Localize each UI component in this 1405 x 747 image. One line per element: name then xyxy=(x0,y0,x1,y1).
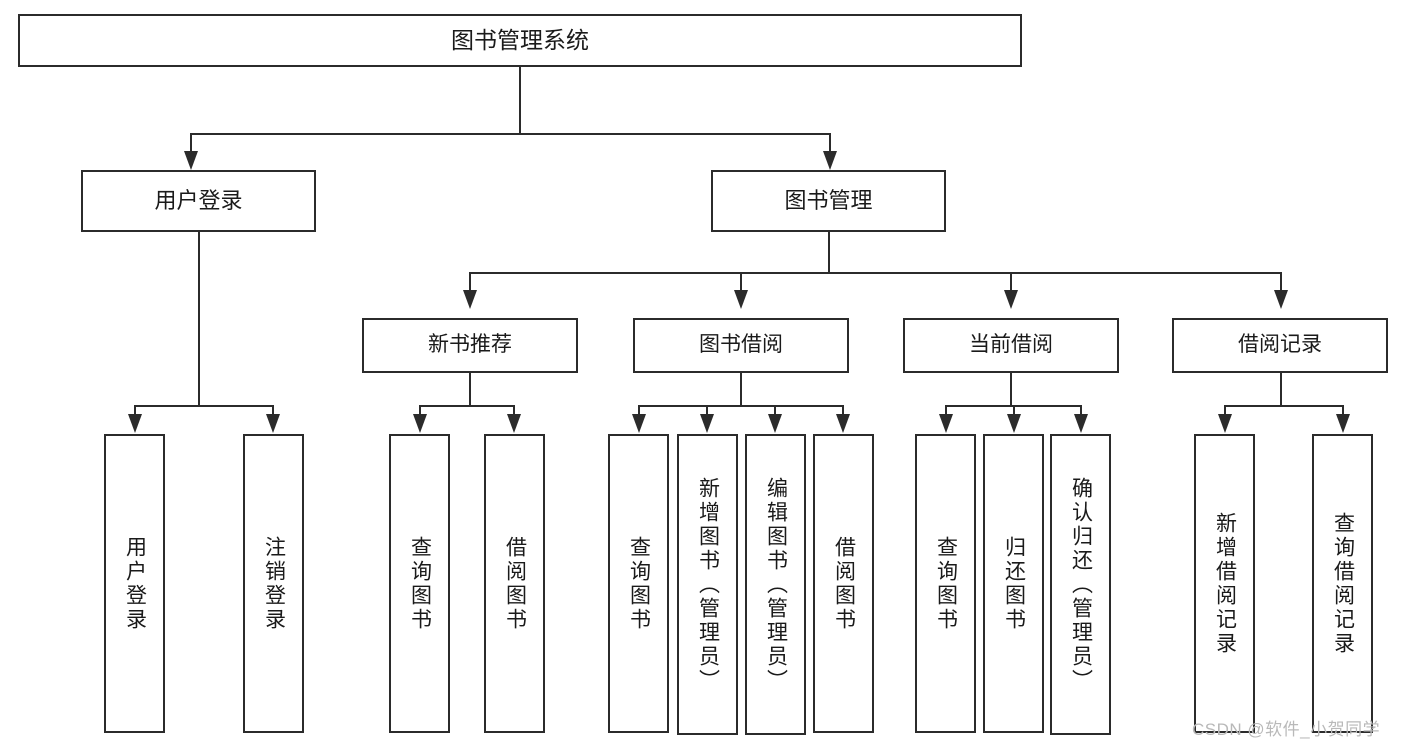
edge-currentborrow-drop-1 xyxy=(945,405,947,416)
edge-login-drop-1 xyxy=(134,405,136,416)
node-label: 确认归还（管理员） xyxy=(1069,476,1093,693)
arrowhead-leaf-add-record xyxy=(1218,414,1232,433)
node-label: 借阅图书 xyxy=(832,535,856,632)
arrowhead-leaf-logout-login xyxy=(266,414,280,433)
edge-bookborrow-drop-2 xyxy=(706,405,708,416)
arrowhead-to-new-book-rec xyxy=(463,290,477,309)
leaf-query-borrowing-record[interactable]: 查询借阅记录 xyxy=(1312,434,1373,733)
arrowhead-to-book-borrow xyxy=(734,290,748,309)
edge-currentborrow-stem xyxy=(1010,373,1012,406)
edge-bookborrow-drop-3 xyxy=(774,405,776,416)
arrowhead-leaf-add-book xyxy=(700,414,714,433)
node-current-borrowing[interactable]: 当前借阅 xyxy=(903,318,1119,373)
edge-currentborrow-drop-3 xyxy=(1080,405,1082,416)
edge-bookborrow-drop-4 xyxy=(842,405,844,416)
node-book-borrowing[interactable]: 图书借阅 xyxy=(633,318,849,373)
edge-root-to-login xyxy=(190,133,192,153)
node-new-book-recommendation[interactable]: 新书推荐 xyxy=(362,318,578,373)
edge-currentborrow-drop-2 xyxy=(1013,405,1015,416)
csdn-watermark: CSDN @软件_小贺同学 xyxy=(1192,720,1381,739)
edge-newbook-drop-2 xyxy=(513,405,515,416)
arrowhead-leaf-borrow-book-2 xyxy=(836,414,850,433)
node-label: 新增借阅记录 xyxy=(1213,511,1237,656)
leaf-borrow-book-borrowing[interactable]: 借阅图书 xyxy=(813,434,874,733)
node-label: 查询图书 xyxy=(934,535,958,632)
leaf-edit-book-admin[interactable]: 编辑图书（管理员） xyxy=(745,434,806,735)
leaf-borrow-book-newbook[interactable]: 借阅图书 xyxy=(484,434,545,733)
node-label: 查询图书 xyxy=(627,535,651,632)
leaf-query-book-current[interactable]: 查询图书 xyxy=(915,434,976,733)
node-label: 图书借阅 xyxy=(699,333,783,357)
arrowhead-leaf-return-book xyxy=(1007,414,1021,433)
edge-root-to-bookmgmt xyxy=(829,133,831,153)
node-label: 编辑图书（管理员） xyxy=(764,476,788,693)
node-user-login[interactable]: 用户登录 xyxy=(81,170,316,232)
edge-bookborrow-stem xyxy=(740,373,742,406)
edge-borrowrecord-drop-1 xyxy=(1224,405,1226,416)
leaf-confirm-return-admin[interactable]: 确认归还（管理员） xyxy=(1050,434,1111,735)
edge-currentborrow-bus xyxy=(945,405,1080,407)
arrowhead-to-user-login xyxy=(184,151,198,170)
node-label: 归还图书 xyxy=(1002,535,1026,632)
edge-bookborrow-drop-1 xyxy=(638,405,640,416)
node-book-management[interactable]: 图书管理 xyxy=(711,170,946,232)
leaf-return-book[interactable]: 归还图书 xyxy=(983,434,1044,733)
node-root-book-management-system[interactable]: 图书管理系统 xyxy=(18,14,1022,67)
arrowhead-leaf-user-login xyxy=(128,414,142,433)
edge-login-stem xyxy=(198,232,200,406)
edge-borrowrecord-stem xyxy=(1280,373,1282,406)
node-label: 新书推荐 xyxy=(428,333,512,357)
leaf-query-book-newbook[interactable]: 查询图书 xyxy=(389,434,450,733)
leaf-user-login[interactable]: 用户登录 xyxy=(104,434,165,733)
edge-root-stem xyxy=(519,67,521,134)
node-label: 新增图书（管理员） xyxy=(696,476,720,693)
arrowhead-leaf-query-record xyxy=(1336,414,1350,433)
arrowhead-leaf-query-book-1 xyxy=(413,414,427,433)
leaf-query-book-borrowing[interactable]: 查询图书 xyxy=(608,434,669,733)
edge-root-bus xyxy=(190,133,831,135)
leaf-logout-login[interactable]: 注销登录 xyxy=(243,434,304,733)
arrowhead-leaf-borrow-book-1 xyxy=(507,414,521,433)
node-label: 用户登录 xyxy=(154,188,243,214)
edge-newbook-drop-1 xyxy=(419,405,421,416)
edge-newbook-bus xyxy=(419,405,515,407)
arrowhead-to-book-manage xyxy=(823,151,837,170)
edge-newbook-stem xyxy=(469,373,471,406)
edge-borrowrecord-drop-2 xyxy=(1342,405,1344,416)
node-label: 用户登录 xyxy=(123,535,147,632)
edge-borrowrecord-bus xyxy=(1224,405,1342,407)
node-label: 借阅记录 xyxy=(1238,333,1322,357)
node-borrowing-record[interactable]: 借阅记录 xyxy=(1172,318,1388,373)
arrowhead-to-current-borrow xyxy=(1004,290,1018,309)
arrowhead-leaf-query-book-3 xyxy=(939,414,953,433)
node-label: 图书管理 xyxy=(784,188,873,214)
node-label: 查询图书 xyxy=(408,535,432,632)
node-label: 查询借阅记录 xyxy=(1331,511,1355,656)
leaf-add-borrowing-record[interactable]: 新增借阅记录 xyxy=(1194,434,1255,733)
arrowhead-leaf-confirm-return xyxy=(1074,414,1088,433)
node-label: 当前借阅 xyxy=(969,333,1053,357)
edge-bookmgmt-stem xyxy=(828,232,830,273)
node-label: 注销登录 xyxy=(262,535,286,632)
arrowhead-leaf-edit-book xyxy=(768,414,782,433)
edge-bookmgmt-bus xyxy=(469,272,1281,274)
edge-bookmgmt-drop-2 xyxy=(740,272,742,292)
node-label: 借阅图书 xyxy=(503,535,527,632)
arrowhead-leaf-query-book-2 xyxy=(632,414,646,433)
edge-login-bus xyxy=(134,405,274,407)
edge-bookmgmt-drop-4 xyxy=(1280,272,1282,292)
node-label: 图书管理系统 xyxy=(451,27,589,54)
leaf-add-book-admin[interactable]: 新增图书（管理员） xyxy=(677,434,738,735)
edge-bookborrow-bus xyxy=(638,405,844,407)
edge-bookmgmt-drop-1 xyxy=(469,272,471,292)
edge-bookmgmt-drop-3 xyxy=(1010,272,1012,292)
arrowhead-to-borrow-record xyxy=(1274,290,1288,309)
edge-login-drop-2 xyxy=(272,405,274,416)
